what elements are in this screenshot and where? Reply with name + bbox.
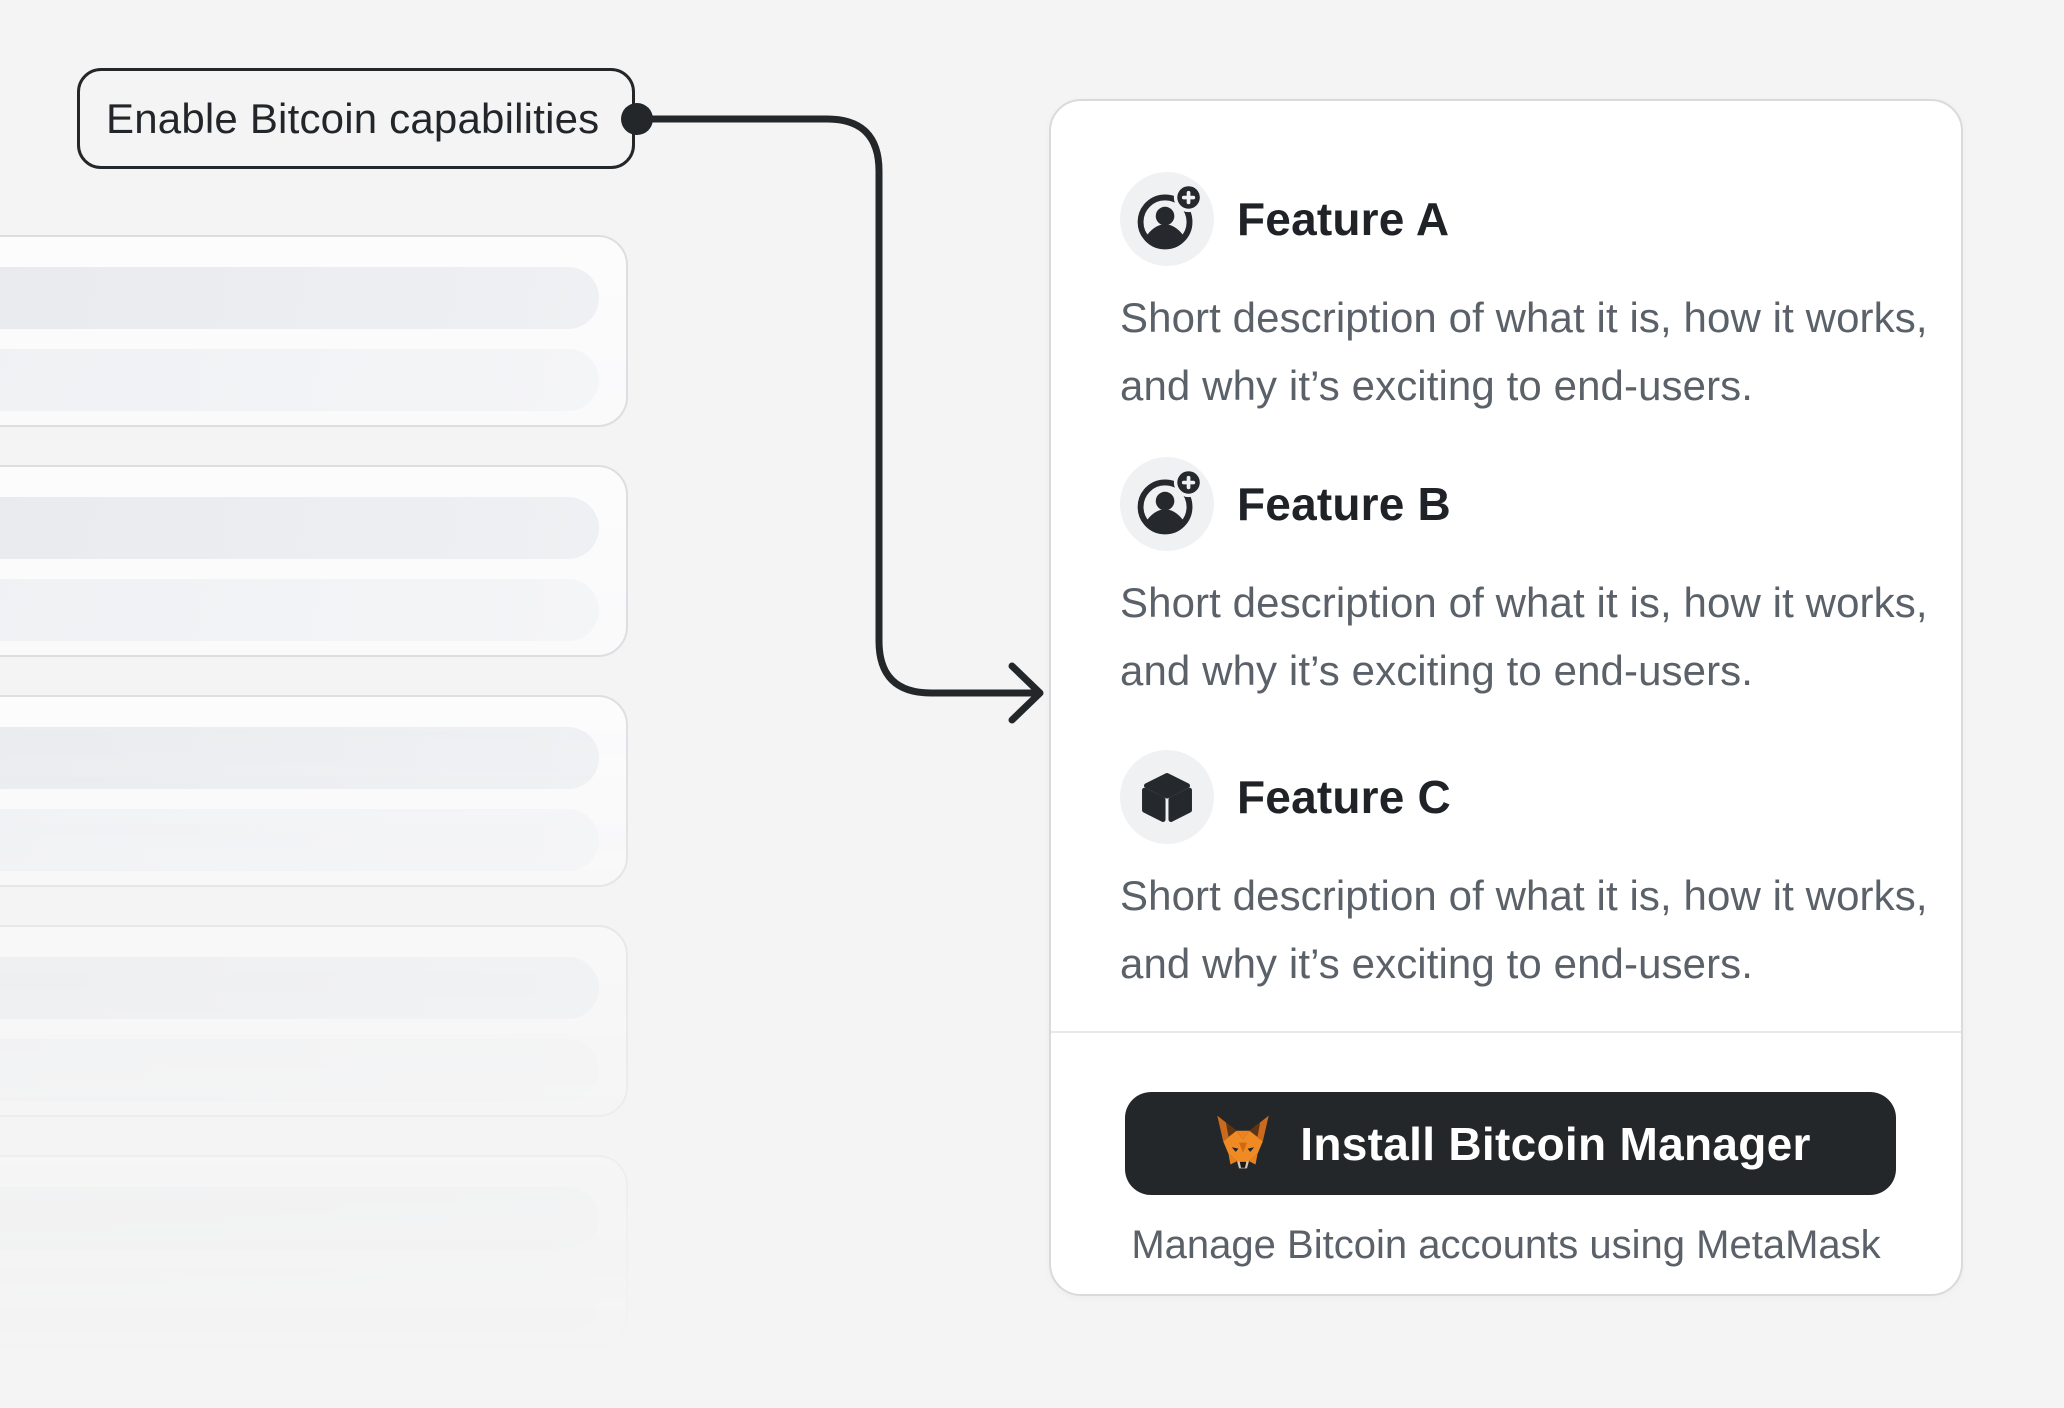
skeleton-bar [0,497,599,559]
features-card: Feature A Short description of what it i… [1049,99,1963,1296]
account-add-icon [1120,457,1214,551]
callout-label: Enable Bitcoin capabilities [77,68,635,169]
skeleton-card [0,235,628,427]
feature-title: Feature B [1237,478,1451,530]
skeleton-card [0,695,628,887]
skeleton-bar [0,1039,599,1101]
arrowhead-icon [1008,662,1044,724]
divider [1051,1031,1961,1033]
account-add-icon [1120,172,1214,266]
install-bitcoin-manager-button[interactable]: Install Bitcoin Manager [1125,1092,1896,1195]
feature-item: Feature B [1120,457,1451,551]
skeleton-card [0,465,628,657]
skeleton-bar [0,727,599,789]
skeleton-bar [0,579,599,641]
skeleton-list [0,235,628,1365]
skeleton-bar [0,267,599,329]
feature-title: Feature C [1237,771,1451,823]
feature-title: Feature A [1237,193,1450,245]
callout-label-text: Enable Bitcoin capabilities [106,94,600,142]
skeleton-bar [0,957,599,1019]
skeleton-card [0,1155,628,1347]
skeleton-bar [0,809,599,871]
skeleton-bar [0,1187,599,1249]
feature-item: Feature A [1120,172,1449,266]
skeleton-bar [0,1269,599,1331]
skeleton-card [0,925,628,1117]
install-caption: Manage Bitcoin accounts using MetaMask [1131,1223,1881,1267]
feature-description: Short description of what it is, how it … [1120,579,1928,694]
feature-item: Feature C [1120,750,1451,844]
cube-icon [1120,750,1214,844]
metamask-fox-icon [1210,1113,1276,1175]
feature-description: Short description of what it is, how it … [1120,294,1928,409]
skeleton-bar [0,349,599,411]
feature-description: Short description of what it is, how it … [1120,872,1928,987]
install-button-label: Install Bitcoin Manager [1300,1117,1811,1170]
